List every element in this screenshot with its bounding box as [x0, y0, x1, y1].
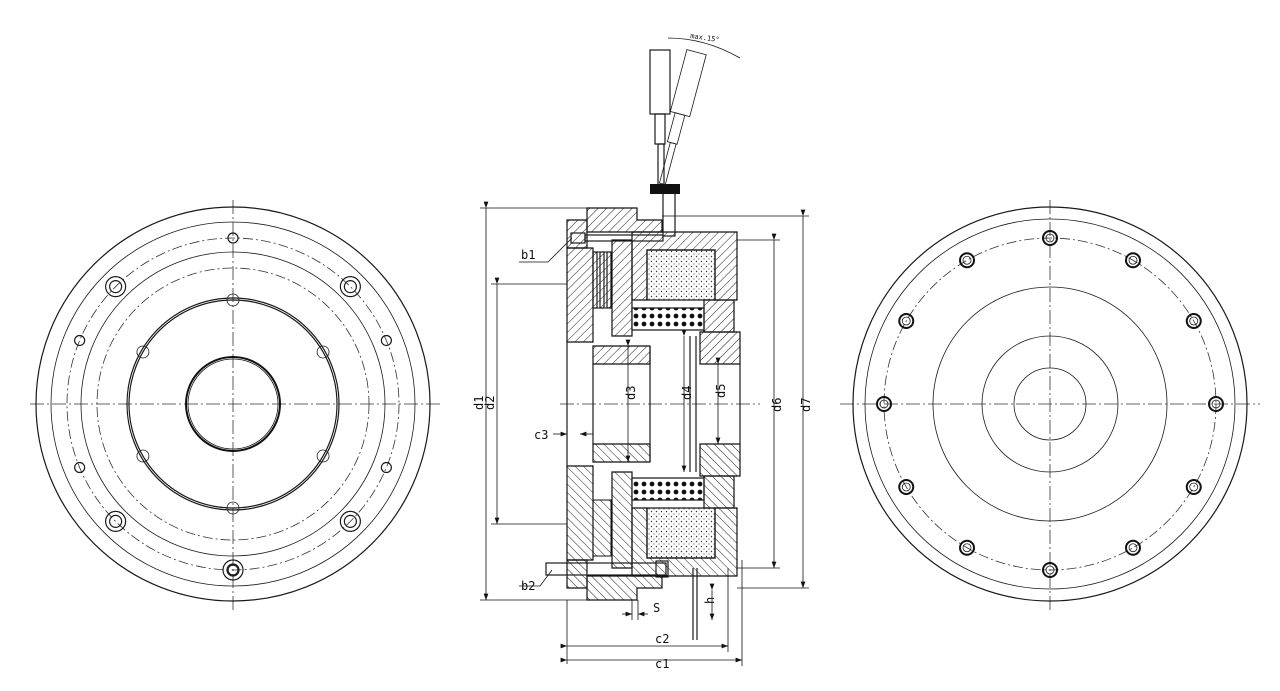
small-hole	[380, 461, 392, 474]
bolt-hole	[898, 479, 915, 495]
right-view	[840, 200, 1260, 610]
bolt-hole	[876, 396, 892, 412]
label-d2: d2	[483, 396, 497, 410]
notch	[136, 345, 150, 359]
small-hole	[227, 564, 239, 576]
label-b1: b1	[521, 248, 535, 262]
label-d5: d5	[714, 384, 728, 398]
notch	[316, 449, 330, 463]
label-c3: c3	[534, 428, 548, 442]
small-hole	[74, 334, 86, 347]
bolt-hole	[1125, 252, 1141, 269]
bolt-hole	[1185, 313, 1202, 329]
label-b2: b2	[521, 579, 535, 593]
left-view	[30, 200, 440, 610]
notch	[136, 449, 150, 463]
bolt-hole	[1208, 396, 1224, 412]
bolt-hole	[1125, 539, 1141, 556]
small-hole	[380, 334, 392, 347]
bolt-hole	[898, 313, 915, 329]
bolt-hole	[105, 510, 127, 532]
bolt-hole	[339, 276, 361, 298]
notch	[226, 293, 240, 307]
bolt-hole	[222, 559, 244, 581]
bolt-hole	[959, 539, 975, 556]
label-c2: c2	[655, 632, 669, 646]
bolt-hole	[959, 252, 975, 269]
label-s: S	[653, 601, 660, 615]
label-d1: d1	[472, 396, 486, 410]
label-d3: d3	[624, 386, 638, 400]
notch	[226, 501, 240, 515]
label-c1: c1	[655, 657, 669, 671]
label-d4: d4	[680, 386, 694, 400]
notch	[316, 345, 330, 359]
bolt-hole	[1042, 562, 1058, 578]
label-d7: d7	[799, 398, 813, 412]
bolt-hole	[1185, 479, 1202, 495]
bolt-hole	[105, 276, 127, 298]
small-hole	[74, 461, 86, 474]
small-hole	[227, 232, 239, 244]
bolt-hole	[1042, 230, 1058, 246]
bolt-hole	[339, 510, 361, 532]
label-h: h	[703, 597, 717, 604]
label-d6: d6	[770, 398, 784, 412]
section-view: d1 d2 d3 d4 d5 d6 d7 c3 c2 c1 b1 b2 S h …	[472, 32, 813, 671]
label-angle: max.15°	[690, 32, 720, 44]
